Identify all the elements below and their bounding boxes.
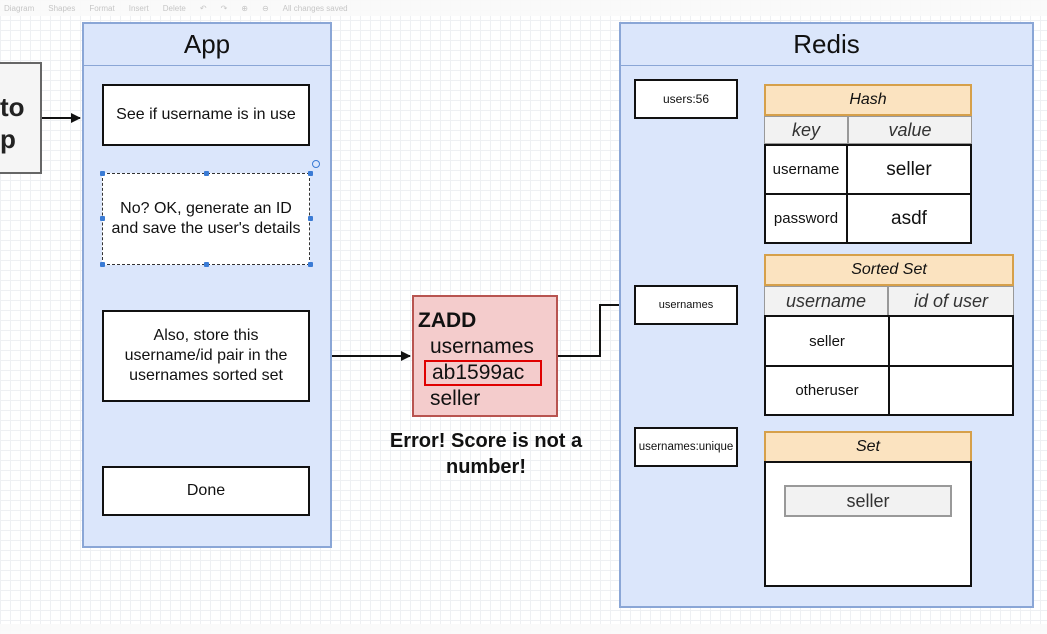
zadd-command-name: ZADD (418, 309, 477, 332)
zadd-key: usernames (430, 335, 534, 358)
selection-handle[interactable] (204, 171, 209, 176)
redo-icon[interactable]: ↷ (220, 3, 228, 13)
sorted-set-member-seller: seller (764, 315, 890, 367)
step-generate-id[interactable]: No? OK, generate an ID and save the user… (102, 173, 310, 265)
sorted-set-type-header: Sorted Set (764, 254, 1014, 286)
arrow-zadd-redis (558, 300, 633, 357)
hash-type-header: Hash (764, 84, 972, 116)
undo-icon[interactable]: ↶ (199, 3, 207, 13)
sorted-set-score-seller (888, 315, 1014, 367)
step-done[interactable]: Done (102, 466, 310, 516)
selection-handle[interactable] (204, 262, 209, 267)
sorted-set-col-username: username (764, 286, 888, 316)
selection-handle[interactable] (100, 262, 105, 267)
toolbar-format[interactable]: Format (89, 3, 115, 13)
hash-key-users56[interactable]: users:56 (634, 79, 738, 119)
hash-col-value: value (848, 116, 972, 144)
zadd-command-box[interactable]: ZADD usernames ab1599ac seller (412, 295, 558, 417)
hash-col-key: key (764, 116, 848, 144)
selection-handle[interactable] (308, 262, 313, 267)
sorted-set-key-usernames[interactable]: usernames (634, 285, 738, 325)
toolbar-insert[interactable]: Insert (128, 3, 149, 13)
set-member-seller: seller (784, 485, 952, 517)
selection-handle[interactable] (308, 216, 313, 221)
hash-value-asdf: asdf (846, 193, 972, 244)
status-footer (0, 624, 1047, 634)
hash-field-password: password (764, 193, 848, 244)
sorted-set-member-otheruser: otheruser (764, 365, 890, 416)
toolbar-diagram[interactable]: Diagram (4, 3, 35, 13)
offscreen-step-line2: p (0, 124, 16, 154)
zadd-member: seller (430, 387, 481, 410)
sorted-set-col-id: id of user (888, 286, 1014, 316)
step-store-sorted-set[interactable]: Also, store this username/id pair in the… (102, 310, 310, 402)
toolbar: Diagram Shapes Format Insert Delete ↶ ↷ … (0, 0, 1047, 16)
toolbar-shapes[interactable]: Shapes (48, 3, 76, 13)
zoom-in-icon[interactable]: ⊕ (241, 3, 248, 13)
hash-field-username: username (764, 144, 848, 195)
selection-handle[interactable] (308, 171, 313, 176)
hash-value-seller: seller (846, 144, 972, 195)
app-title: App (84, 24, 330, 66)
zadd-score-highlight: ab1599ac (424, 360, 542, 386)
zoom-out-icon[interactable]: ⊖ (261, 3, 269, 13)
offscreen-step-box[interactable]: to p (0, 62, 42, 174)
set-type-header: Set (764, 431, 972, 463)
error-message: Error! Score is not a number! (389, 430, 583, 478)
set-key-usernames-unique[interactable]: usernames:unique (634, 427, 738, 467)
rotate-handle-icon[interactable] (312, 160, 320, 168)
set-body (764, 461, 972, 587)
offscreen-step-line1: to (0, 92, 25, 122)
redis-title: Redis (621, 24, 1032, 66)
step-check-username[interactable]: See if username is in use (102, 84, 310, 146)
selection-handle[interactable] (100, 216, 105, 221)
selection-handle[interactable] (100, 171, 105, 176)
save-status: All changes saved (282, 3, 348, 13)
toolbar-delete[interactable]: Delete (162, 3, 186, 13)
sorted-set-score-otheruser (888, 365, 1014, 416)
